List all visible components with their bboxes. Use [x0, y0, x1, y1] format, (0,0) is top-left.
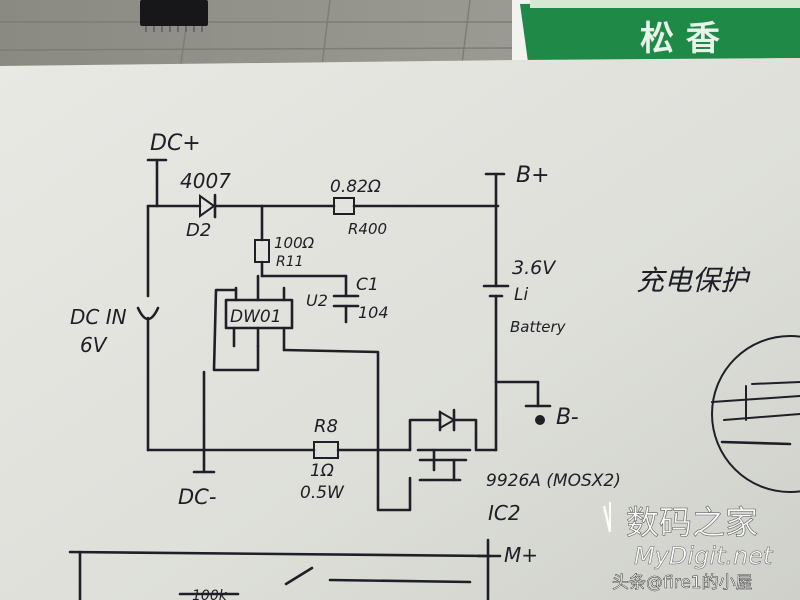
watermark-credit: 头条@fire1的小屋 [612, 573, 753, 593]
side-sketch [711, 335, 800, 493]
label-mos-part: 9926A (MOSX2) [486, 471, 621, 491]
label-bottom-partial: 100k [192, 588, 228, 600]
watermark-site-en: MyDigit.net [634, 542, 774, 570]
label-dc-in: DC IN [70, 305, 127, 329]
label-r11-value: 100Ω [274, 234, 315, 252]
label-b-minus: B- [556, 405, 579, 430]
label-ic-name: DW01 [230, 307, 282, 327]
label-r8-value: 1Ω [310, 461, 334, 481]
rosin-box-label: 松 香 [640, 19, 720, 59]
schematic [68, 158, 552, 600]
note-chinese: 充电保护 [636, 264, 751, 297]
label-battery-word: Battery [510, 318, 567, 336]
label-c1-value: 104 [358, 303, 389, 322]
label-dc-minus: DC- [178, 485, 216, 509]
watermark-site-cn: 数码之家 [626, 503, 758, 542]
label-r400-value: 0.82Ω [330, 177, 381, 197]
watermark-logo-icon [602, 502, 612, 533]
paper-sheet [0, 58, 800, 600]
label-m-plus: M+ [504, 543, 538, 567]
label-dc-plus: DC+ [150, 131, 201, 156]
rosin-box: 松 香 [512, 0, 800, 62]
label-u2-ref: U2 [306, 291, 328, 310]
label-r400-ref: R400 [348, 220, 387, 238]
label-r8-power: 0.5W [300, 483, 345, 503]
label-dc-in-voltage: 6V [80, 333, 108, 357]
label-battery-type: Li [514, 285, 528, 305]
label-c1-ref: C1 [356, 275, 379, 295]
label-diode-ref: D2 [186, 220, 211, 241]
label-r11-ref: R11 [276, 254, 304, 270]
label-mos-ref: IC2 [488, 501, 521, 525]
watermark: 数码之家 MyDigit.net 头条@fire1的小屋 [602, 502, 774, 593]
label-battery-voltage: 3.6V [512, 257, 557, 279]
label-diode-part: 4007 [180, 169, 231, 193]
label-b-plus: B+ [516, 163, 550, 188]
ic-chip-photo [140, 0, 208, 32]
label-r8-ref: R8 [314, 416, 338, 437]
